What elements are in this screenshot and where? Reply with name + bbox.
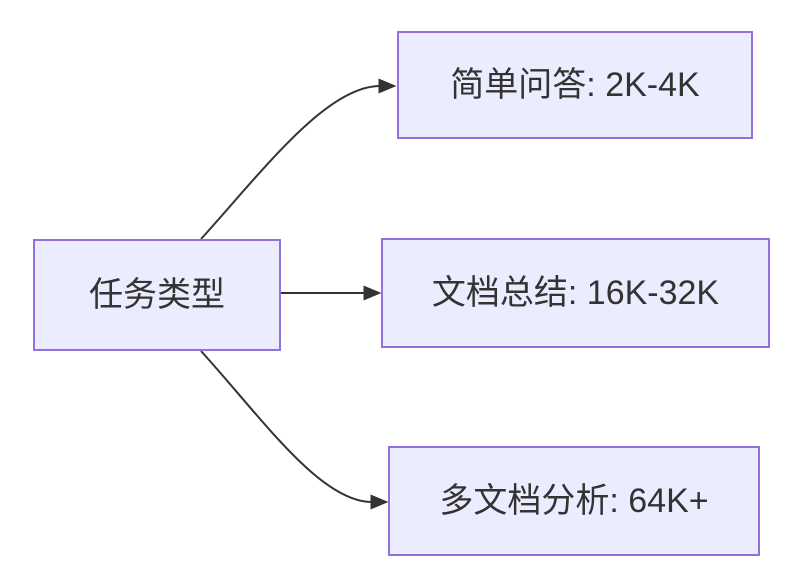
- edge-root-to-multi-doc-analysis: [200, 350, 389, 510]
- node-multi-doc-analysis-label: 多文档分析: 64K+: [439, 481, 709, 520]
- node-doc-summary-label: 文档总结: 16K-32K: [431, 273, 720, 312]
- node-doc-summary: 文档总结: 16K-32K: [381, 238, 770, 348]
- node-task-type-label: 任务类型: [89, 275, 225, 314]
- node-task-type: 任务类型: [33, 239, 281, 351]
- node-simple-qa: 简单问答: 2K-4K: [397, 31, 753, 139]
- node-simple-qa-label: 简单问答: 2K-4K: [450, 65, 700, 104]
- node-multi-doc-analysis: 多文档分析: 64K+: [388, 446, 760, 556]
- edge-root-to-simple-qa: [200, 78, 397, 240]
